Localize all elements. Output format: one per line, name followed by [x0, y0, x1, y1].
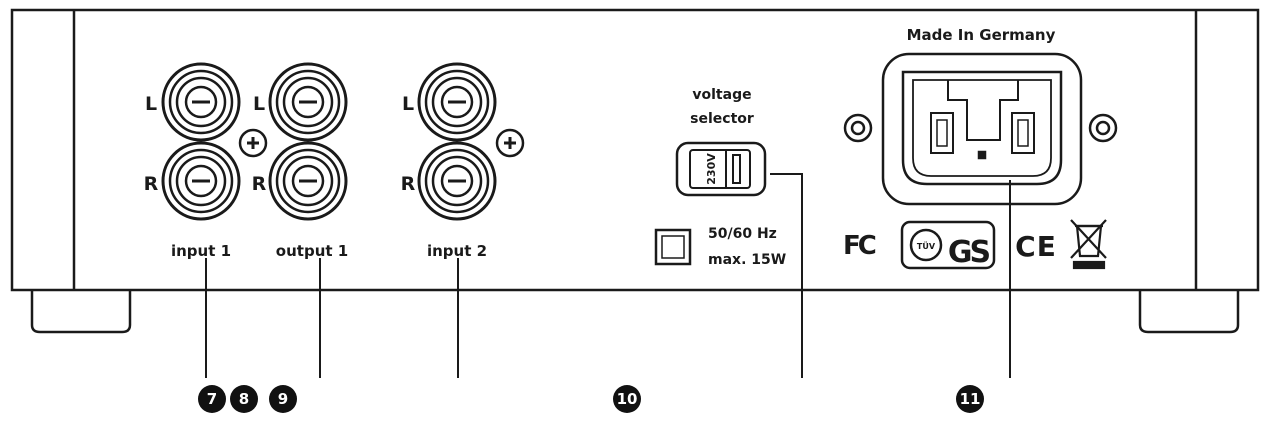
input2-right-jack [417, 141, 497, 221]
callout-number: 7 [207, 390, 217, 408]
power-button-icon [654, 228, 692, 266]
power-spec-line2: max. 15W [708, 252, 786, 268]
output1-left-label: L [253, 93, 265, 115]
leader-lines [205, 173, 1011, 378]
chassis [10, 8, 1260, 334]
callouts: 7 8 9 10 11 [198, 385, 984, 413]
callout-7: 7 [198, 385, 226, 413]
callout-number: 10 [617, 390, 638, 408]
ce-mark-icon: CE [1015, 230, 1057, 263]
callout-10: 10 [613, 385, 641, 413]
output1-label: output 1 [276, 242, 348, 260]
ground-screw-icon [495, 128, 525, 158]
voltage-label-line2: selector [690, 111, 754, 127]
input2-left-label: L [402, 93, 414, 115]
input2-left-jack [417, 62, 497, 142]
input1-right-jack [161, 141, 241, 221]
voltage-label-line1: voltage [692, 87, 751, 103]
iec-power-inlet [843, 52, 1118, 206]
gs-mark-icon: GS [948, 235, 990, 270]
voltage-switch-value: 230V [705, 153, 718, 185]
input1-left-label: L [145, 93, 157, 115]
callout-number: 9 [278, 390, 288, 408]
callout-9: 9 [269, 385, 297, 413]
leader-voltage [770, 173, 803, 378]
callout-11: 11 [956, 385, 984, 413]
output1-right-jack [268, 141, 348, 221]
chassis-outline [10, 8, 1260, 292]
input1-left-jack [161, 62, 241, 142]
callout-8: 8 [230, 385, 258, 413]
foot-right [1138, 290, 1240, 334]
callout-number: 8 [239, 390, 249, 408]
rca-jacks [161, 62, 497, 221]
input2-label: input 2 [427, 242, 487, 260]
input1-right-label: R [144, 173, 159, 195]
callout-number: 11 [960, 390, 981, 408]
weee-bin-icon [1070, 219, 1107, 270]
foot-left [30, 290, 132, 334]
fcc-mark-icon: FC [843, 231, 876, 261]
made-in-label: Made In Germany [907, 26, 1056, 44]
ground-screw-icon [238, 128, 268, 158]
power-spec-line1: 50/60 Hz [708, 226, 777, 242]
input2-right-label: R [401, 173, 416, 195]
svg-text:TÜV: TÜV [917, 241, 936, 251]
output1-right-label: R [252, 173, 267, 195]
tuv-mark-icon: TÜV [900, 220, 996, 270]
input1-label: input 1 [171, 242, 231, 260]
output1-left-jack [268, 62, 348, 142]
voltage-selector-switch [675, 141, 767, 197]
